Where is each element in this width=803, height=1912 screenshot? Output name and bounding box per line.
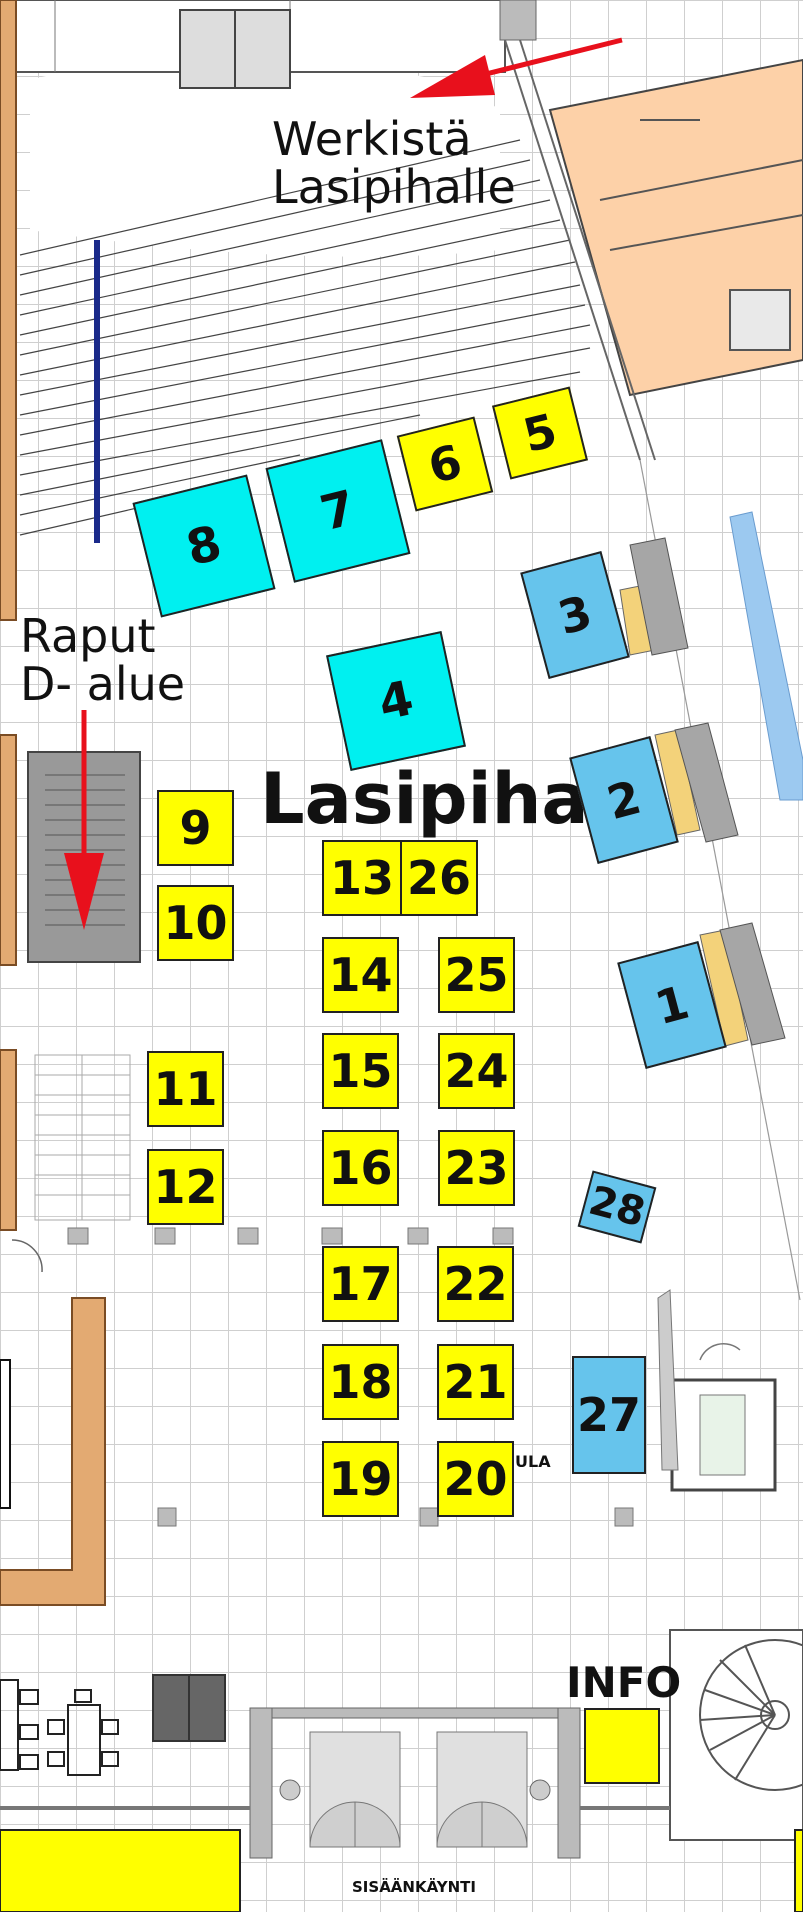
booth-23-number: 23 [444,1141,509,1195]
booth-4[interactable]: 4 [326,631,466,771]
booth-6-number: 6 [422,433,468,495]
booth-12-number: 12 [153,1160,218,1214]
booth-5-number: 5 [517,402,563,464]
booth-24[interactable]: 24 [438,1033,515,1109]
booth-22[interactable]: 22 [437,1246,514,1322]
entrance-label: SISÄÄNKÄYNTI [352,1878,476,1896]
booth-14[interactable]: 14 [322,937,399,1013]
counters [619,537,786,1047]
booth-9-number: 9 [179,801,212,855]
info-label: INFO [566,1658,682,1707]
booth-9[interactable]: 9 [157,790,234,866]
lasipihalle-label: Werkistä Lasipihalle [272,115,516,212]
booth-20[interactable]: 20 [437,1441,514,1517]
raput-label: Raput D- alue [20,612,185,709]
booth-22-number: 22 [443,1257,508,1311]
booth-14-number: 14 [328,948,393,1002]
booth-16[interactable]: 16 [322,1130,399,1206]
booth-16-number: 16 [328,1141,393,1195]
booth-27-number: 27 [576,1388,641,1442]
pillars [67,1227,634,1527]
booth-17[interactable]: 17 [322,1246,399,1322]
facade-line-1 [504,39,641,461]
booth-19-number: 19 [328,1452,393,1506]
spiral-stair [669,1629,803,1841]
lasipihalle-line1: Werkistä [272,112,472,166]
booth-10[interactable]: 10 [157,885,234,961]
booth-12[interactable]: 12 [147,1149,224,1225]
upper-white-area [30,64,500,257]
booth-15-number: 15 [328,1044,393,1098]
booth-2-number: 2 [601,769,647,831]
booth-17-number: 17 [328,1257,393,1311]
furniture [0,1679,119,1776]
booth-20-number: 20 [443,1452,508,1506]
booth-28-number: 28 [584,1177,650,1237]
booth-21[interactable]: 21 [437,1344,514,1420]
booth-11-number: 11 [153,1062,218,1116]
booth-19[interactable]: 19 [322,1441,399,1517]
booth-27[interactable]: 27 [572,1356,646,1474]
booth-7-number: 7 [315,479,361,543]
booth-18-number: 18 [328,1355,393,1409]
booth-26-number: 26 [406,851,471,905]
booth-23[interactable]: 23 [438,1130,515,1206]
left-wood-wall [0,0,17,621]
lasipihalle-line2: Lasipihalle [272,160,516,215]
arrow-to-stairs [64,710,104,930]
booth-25-number: 25 [444,948,509,1002]
booth-25[interactable]: 25 [438,937,515,1013]
bottom-yellow-strip [0,1829,241,1912]
booth-4-number: 4 [373,670,419,732]
aula-label: ULA [515,1452,551,1471]
water-strip [729,511,803,801]
booth-15[interactable]: 15 [322,1033,399,1109]
booth-13-number: 13 [329,851,394,905]
arrow-to-lasipiha [410,37,623,98]
map-title: Lasipiha [260,758,589,840]
booth-8-number: 8 [181,514,227,578]
facade-line-2 [519,39,656,461]
booth-13[interactable]: 13 [322,840,402,916]
booth-3-number: 3 [552,584,598,646]
raput-line1: Raput [20,609,156,663]
booth-11[interactable]: 11 [147,1051,224,1127]
stair-lines [19,139,591,536]
booth-1-number: 1 [649,974,695,1036]
booth-26[interactable]: 26 [400,840,478,916]
booth-24-number: 24 [444,1044,509,1098]
wood-counter [0,1297,106,1606]
light-stairs [34,1054,131,1221]
entrance-structure [0,1707,670,1859]
booth-21-number: 21 [443,1355,508,1409]
raput-line2: D- alue [20,657,186,712]
booth-18[interactable]: 18 [322,1344,399,1420]
info-desk[interactable] [584,1708,660,1784]
booth-10-number: 10 [163,896,228,950]
